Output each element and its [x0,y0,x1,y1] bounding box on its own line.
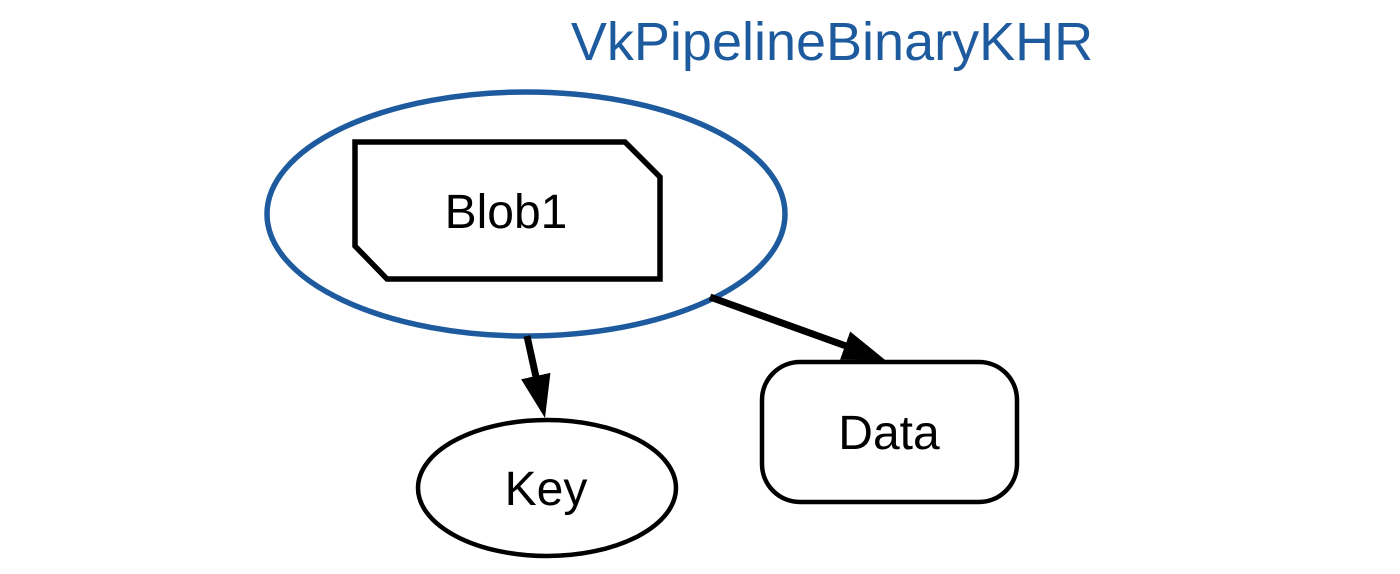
edge-container-to-key [521,335,551,419]
node-data-label: Data [838,407,940,460]
node-data: Data [759,359,1020,505]
node-key-shape [415,417,679,559]
diagram-title: VkPipelineBinaryKHR [571,12,1093,72]
node-key: Key [415,417,679,559]
node-key-label: Key [505,463,588,516]
node-blob1: Blob1 [352,139,663,282]
node-blob1-shape [352,139,663,282]
edge-container-to-data [708,293,886,361]
node-data-shape [759,359,1020,505]
pipeline-binary-container-ellipse [264,89,788,339]
node-blob1-label: Blob1 [445,186,568,239]
